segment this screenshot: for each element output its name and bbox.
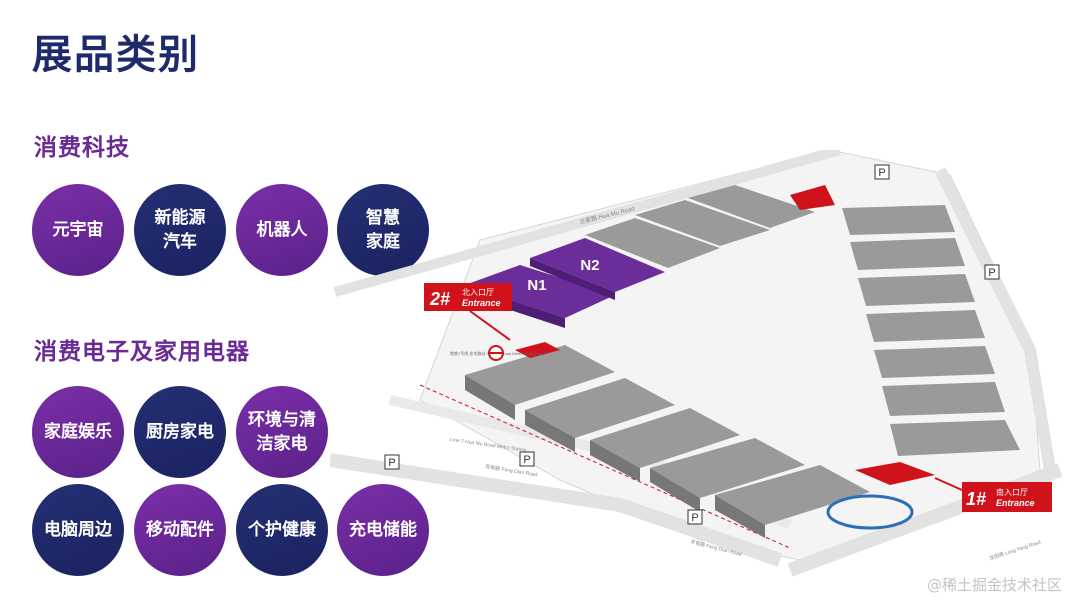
category-mobile-accessories[interactable]: 移动配件 — [134, 484, 226, 576]
category-smart-home[interactable]: 智慧 家庭 — [337, 184, 429, 276]
entrance1-building — [855, 462, 935, 485]
parking-marker: P — [384, 454, 400, 470]
hall-s3-side — [590, 440, 640, 482]
category-personal-care[interactable]: 个护健康 — [236, 484, 328, 576]
svg-text:P: P — [388, 457, 395, 469]
north-road — [333, 150, 842, 297]
entrance1-callout[interactable]: 1# 南入口厅 Entrance — [934, 477, 1052, 512]
hall-n5 — [688, 185, 815, 228]
category-kitchen-appliance[interactable]: 厨房家电 — [134, 386, 226, 478]
entrance2-en-label: Entrance — [462, 298, 501, 308]
svg-text:P: P — [988, 267, 995, 279]
category-environment-cleaning[interactable]: 环境与清 洁家电 — [236, 386, 328, 478]
hall-e3 — [858, 274, 975, 306]
parking-marker: P — [874, 164, 890, 180]
hall-s4-side — [650, 468, 700, 512]
category-robot[interactable]: 机器人 — [236, 184, 328, 276]
hall-n1-label: N1 — [527, 277, 546, 294]
hall-n2-side — [530, 258, 615, 300]
hall-s2 — [525, 378, 675, 438]
metro-dash-line — [419, 384, 791, 549]
road-east-label: 龙阳路 Long Yang Road — [988, 539, 1041, 562]
hall-n3 — [585, 218, 720, 268]
hall-n1 — [465, 265, 615, 318]
entrance2-cn-label: 北入口厅 — [462, 288, 494, 297]
svg-text:P: P — [691, 512, 698, 524]
hall-s2-side — [525, 410, 575, 452]
category-home-entertainment[interactable]: 家庭娱乐 — [32, 386, 124, 478]
entrance1-cn-label: 南入口厅 — [996, 487, 1028, 497]
page-title: 展品类别 — [32, 32, 200, 78]
section-heading-consumer-electronics: 消费电子及家用电器 — [34, 339, 250, 365]
hall-s1-side — [465, 375, 515, 420]
hall-e2 — [850, 238, 965, 270]
hall-s5-side — [715, 495, 765, 538]
category-pc-peripherals[interactable]: 电脑周边 — [32, 484, 124, 576]
east-road — [934, 167, 1056, 471]
svg-text:P: P — [523, 454, 530, 466]
hall-s4 — [650, 438, 805, 498]
section-heading-consumer-tech: 消费科技 — [34, 135, 130, 161]
hall-north-red — [790, 185, 835, 210]
hall-n4 — [635, 200, 770, 246]
parking-marker: P — [984, 264, 1000, 280]
svg-text:P: P — [878, 167, 885, 179]
hall-e6 — [882, 382, 1005, 416]
hall-s5 — [715, 465, 870, 525]
watermark: @稀土掘金技术社区 — [926, 576, 1062, 594]
parking-marker: P — [687, 509, 703, 525]
hall-e5 — [874, 346, 995, 378]
hall-e7 — [890, 420, 1020, 456]
entrance2-callout[interactable]: 2# 北入口厅 Entrance — [424, 283, 512, 341]
hall-n2 — [530, 238, 665, 292]
hall-n2-label: N2 — [580, 257, 599, 274]
entrance1-number: 1# — [966, 489, 986, 509]
entrance1-en-label: Entrance — [996, 498, 1035, 508]
roundabout — [826, 494, 914, 530]
category-charging-storage[interactable]: 充电储能 — [337, 484, 429, 576]
metro-red-block — [515, 342, 560, 358]
hall-e4 — [866, 310, 985, 342]
south-road — [330, 453, 783, 567]
entrance2-number: 2# — [429, 289, 450, 309]
hall-s1 — [465, 345, 615, 405]
category-metaverse[interactable]: 元宇宙 — [32, 184, 124, 276]
category-nev[interactable]: 新能源 汽车 — [134, 184, 226, 276]
parking-marker: P — [519, 451, 535, 467]
hall-s3 — [590, 408, 740, 468]
hall-e1 — [842, 205, 955, 235]
venue-map: P P P P P N1 N2 北翟路 Hua Mu Road Line 7 H… — [330, 150, 1063, 577]
